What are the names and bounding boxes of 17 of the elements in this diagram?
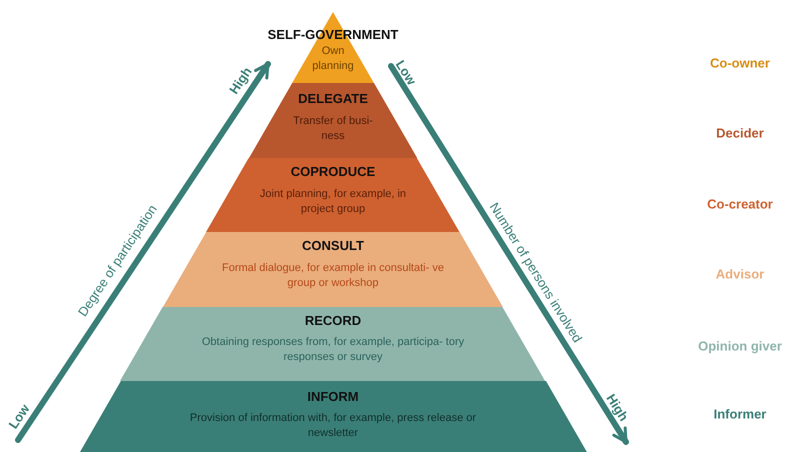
tier-heading: INFORM: [307, 389, 359, 404]
tier-description: Obtaining responses from, for example, participa- tory responses or survey: [200, 335, 466, 365]
tier-description: Transfer of busi- ness: [292, 114, 374, 144]
tier-heading: RECORD: [304, 313, 362, 328]
tier-heading: COPRODUCE: [290, 164, 376, 179]
tier-description: Joint planning, for example, in project group: [258, 187, 408, 217]
tier-heading: CONSULT: [302, 238, 364, 253]
role-label: Advisor: [716, 266, 764, 282]
role-label: Informer: [714, 406, 766, 422]
tier-description: Provision of information with, for example, press release or newsletter: [188, 411, 478, 441]
tier-description: Own planning: [311, 44, 355, 74]
role-label: Co-creator: [707, 196, 773, 212]
role-label: Opinion giver: [698, 338, 782, 354]
role-label: Decider: [716, 126, 764, 140]
tier-description: Formal dialogue, for example in consultati- ve group or workshop: [221, 261, 445, 291]
tier-heading: DELEGATE: [298, 91, 368, 106]
role-label: Co-owner: [710, 56, 770, 70]
